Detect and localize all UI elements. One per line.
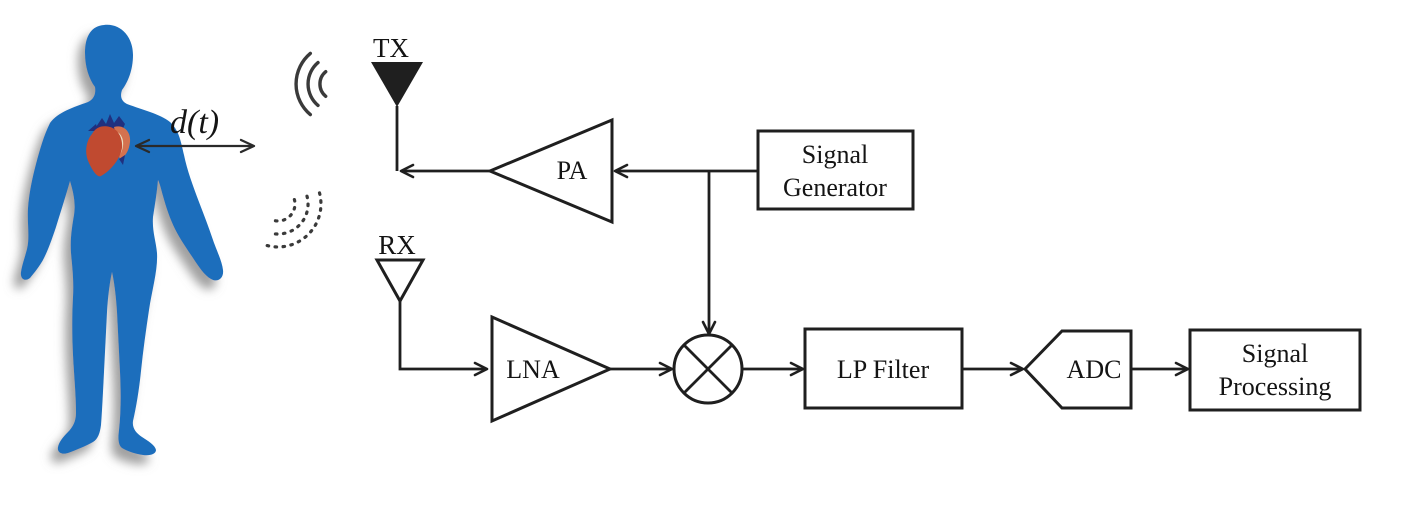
distance-arrowhead-left-icon (134, 138, 151, 154)
rx-wave-icon (265, 191, 323, 249)
signal-processing-box (1188, 328, 1362, 412)
pa-label: PA (557, 156, 588, 185)
signal-generator-block: Signal Generator (756, 129, 915, 211)
radio-waves (265, 51, 328, 249)
signal-generator-label-line1: Signal (802, 140, 868, 169)
signal-processing-label-line2: Processing (1219, 372, 1332, 401)
adc-pentagon-icon (1022, 329, 1133, 410)
distance-arrowhead-right-icon (239, 138, 256, 154)
adc-block: ADC (1022, 329, 1133, 410)
lp-filter-label: LP Filter (837, 355, 930, 384)
mixer-block (672, 333, 744, 405)
lna-block: LNA (490, 314, 614, 424)
heart-icon (86, 114, 131, 177)
signal-processing-label-line1: Signal (1242, 339, 1308, 368)
signal-generator-label-line2: Generator (783, 173, 887, 202)
lna-amplifier-icon (490, 314, 614, 424)
adc-label: ADC (1067, 355, 1122, 384)
mixer-x-stroke-2 (683, 344, 733, 394)
rx-antenna-label: RX (378, 230, 416, 260)
heart-vessel-left (88, 124, 98, 131)
tx-antenna-label: TX (373, 33, 409, 63)
rx-feed-line (398, 300, 489, 377)
distance-label: d(t) (170, 104, 219, 141)
pa-amplifier-icon (486, 117, 614, 225)
tx-wave-icon (294, 51, 328, 117)
wires (399, 163, 1190, 377)
human-figure (20, 24, 224, 456)
lp-filter-box (803, 327, 964, 410)
lna-label: LNA (506, 355, 560, 384)
rx-antenna: RX (374, 230, 489, 377)
lp-filter-block: LP Filter (803, 327, 964, 410)
heart-vessel-bottom (119, 155, 125, 165)
tx-antenna-icon (371, 62, 423, 107)
signal-processing-block: Signal Processing (1188, 328, 1362, 412)
distance-annotation: d(t) (134, 104, 256, 154)
heart-body (86, 126, 123, 177)
rx-antenna-icon (374, 258, 426, 305)
tx-antenna: TX (371, 33, 423, 171)
human-body-icon (20, 24, 224, 456)
pa-block: PA (486, 117, 614, 225)
signal-generator-box (756, 129, 915, 211)
